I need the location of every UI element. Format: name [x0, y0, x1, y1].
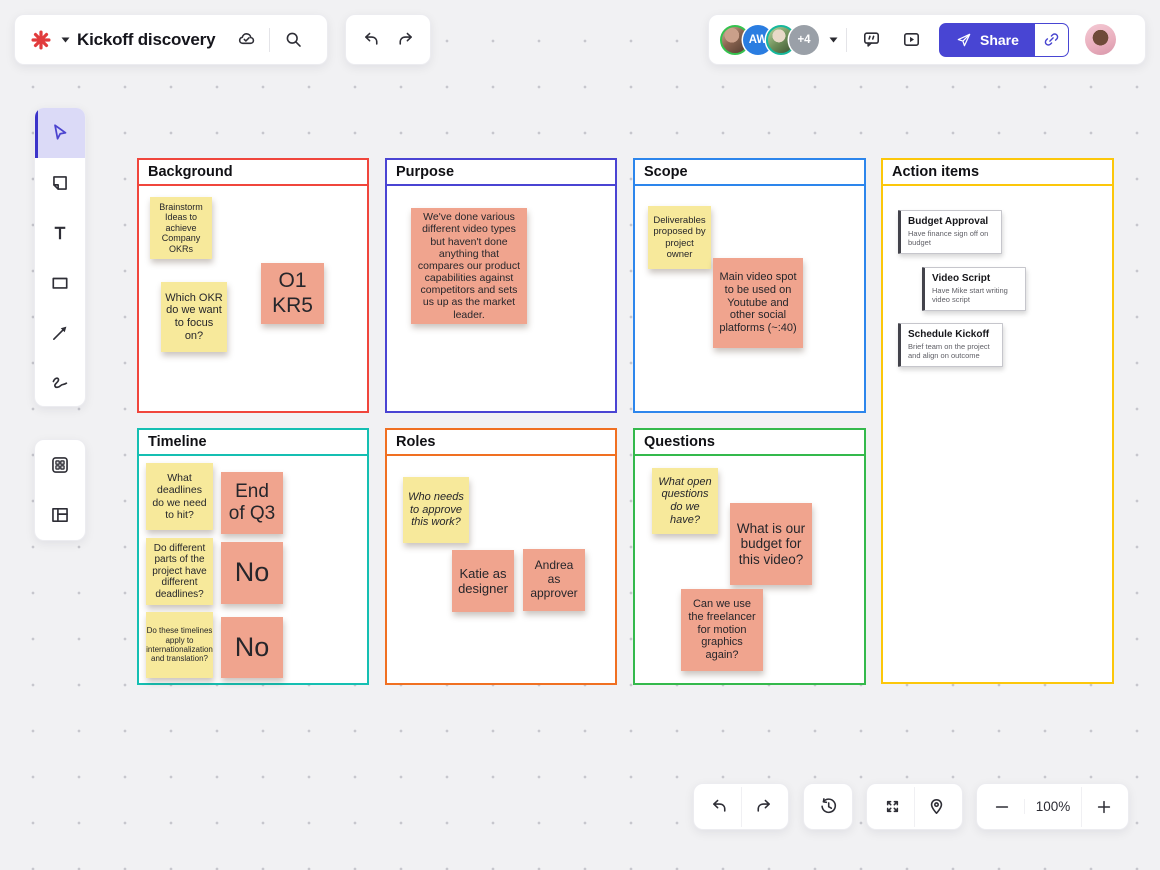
- sticky-note[interactable]: End of Q3: [221, 472, 283, 534]
- arrow-tool[interactable]: [35, 308, 85, 358]
- frame-action-items[interactable]: Action items Budget Approval Have financ…: [881, 158, 1114, 684]
- board-menu-caret-icon[interactable]: [61, 37, 70, 43]
- card-title: Budget Approval: [908, 216, 989, 227]
- sticky-note[interactable]: Can we use the freelancer for motion gra…: [681, 589, 763, 671]
- sticky-note[interactable]: What open questions do we have?: [652, 468, 718, 534]
- sticky-note[interactable]: Who needs to approve this work?: [403, 477, 469, 543]
- apps-icon[interactable]: [35, 440, 85, 490]
- frame-title[interactable]: Action items: [883, 160, 1112, 186]
- text-tool[interactable]: [35, 208, 85, 258]
- frame-title[interactable]: Questions: [635, 430, 864, 456]
- sticky-note[interactable]: What deadlines do we need to hit?: [146, 463, 213, 530]
- sticky-note[interactable]: Andrea as approver: [523, 549, 585, 611]
- undo-icon[interactable]: [355, 23, 387, 57]
- zoom-in-icon[interactable]: [1081, 786, 1125, 827]
- sticky-note-tool[interactable]: [35, 158, 85, 208]
- redo-icon[interactable]: [389, 23, 421, 57]
- history-icon[interactable]: [807, 787, 849, 827]
- action-card[interactable]: Video Script Have Mike start writing vid…: [922, 267, 1026, 311]
- app-logo-icon[interactable]: [28, 23, 54, 57]
- collaboration-panel: AW +4 Share: [708, 14, 1146, 65]
- card-description: Brief team on the project and align on o…: [908, 342, 990, 361]
- pen-tool[interactable]: [35, 358, 85, 406]
- action-card[interactable]: Budget Approval Have finance sign off on…: [898, 210, 1002, 254]
- card-description: Have finance sign off on budget: [908, 229, 989, 248]
- fit-to-screen-icon[interactable]: [870, 787, 914, 827]
- frame-title[interactable]: Timeline: [139, 430, 367, 456]
- share-button-label: Share: [980, 31, 1019, 48]
- history-undo-panel: [693, 783, 789, 830]
- user-avatar[interactable]: [1084, 24, 1116, 55]
- presentation-play-icon[interactable]: [895, 23, 927, 57]
- zoom-level[interactable]: 100%: [1023, 799, 1082, 814]
- copy-link-icon[interactable]: [1034, 22, 1069, 57]
- frame-scope[interactable]: Scope Deliverables proposed by project o…: [633, 158, 866, 413]
- sticky-note[interactable]: Main video spot to be used on Youtube an…: [713, 258, 803, 348]
- sticky-note[interactable]: What is our budget for this video?: [730, 503, 812, 585]
- sticky-note[interactable]: Do these timelines apply to internationa…: [146, 612, 213, 678]
- apps-toolbar: [34, 439, 86, 541]
- sticky-note[interactable]: We've done various different video types…: [411, 208, 527, 324]
- zoom-out-icon[interactable]: [980, 787, 1024, 827]
- version-history-panel: [803, 783, 853, 830]
- sticky-note[interactable]: Katie as designer: [452, 550, 514, 612]
- card-description: Have Mike start writing video script: [932, 286, 1008, 305]
- sticky-note[interactable]: Brainstorm Ideas to achieve Company OKRs: [150, 197, 212, 259]
- sticky-note[interactable]: No: [221, 617, 283, 678]
- divider: [269, 27, 271, 52]
- frame-roles[interactable]: Roles Who needs to approve this work? Ka…: [385, 428, 617, 685]
- frame-questions[interactable]: Questions What open questions do we have…: [633, 428, 866, 685]
- avatar-stack: AW +4: [720, 24, 819, 55]
- sticky-note[interactable]: No: [221, 542, 283, 604]
- redo-icon[interactable]: [741, 786, 785, 827]
- board-header-panel: Kickoff discovery: [14, 14, 328, 65]
- creation-toolbar: [34, 107, 86, 407]
- undo-icon[interactable]: [697, 787, 741, 827]
- card-title: Video Script: [932, 273, 991, 284]
- frame-purpose[interactable]: Purpose We've done various different vid…: [385, 158, 617, 413]
- frames-icon[interactable]: [35, 490, 85, 540]
- shape-tool[interactable]: [35, 258, 85, 308]
- sticky-note[interactable]: Deliverables proposed by project owner: [648, 206, 711, 269]
- comments-icon[interactable]: [855, 23, 887, 57]
- action-card[interactable]: Schedule Kickoff Brief team on the proje…: [898, 323, 1003, 367]
- search-icon[interactable]: [277, 23, 309, 57]
- locate-pin-icon[interactable]: [914, 786, 958, 827]
- view-panel: [866, 783, 963, 830]
- undo-redo-panel: [345, 14, 431, 65]
- share-button[interactable]: Share: [939, 22, 1035, 57]
- cloud-saved-icon: [230, 23, 262, 57]
- frame-title[interactable]: Background: [139, 160, 367, 186]
- frame-title[interactable]: Scope: [635, 160, 864, 186]
- share-split-button: Share: [939, 22, 1069, 57]
- card-title: Schedule Kickoff: [908, 329, 990, 340]
- frame-title[interactable]: Purpose: [387, 160, 615, 186]
- frame-title[interactable]: Roles: [387, 430, 615, 456]
- sticky-note[interactable]: O1 KR5: [261, 263, 324, 324]
- collaborators-caret-icon[interactable]: [829, 37, 838, 43]
- sticky-note[interactable]: Do different parts of the project have d…: [146, 538, 213, 605]
- zoom-panel: 100%: [976, 783, 1129, 830]
- frame-background[interactable]: Background Brainstorm Ideas to achieve C…: [137, 158, 369, 413]
- sticky-note[interactable]: Which OKR do we want to focus on?: [161, 282, 227, 352]
- board-title[interactable]: Kickoff discovery: [77, 29, 216, 49]
- divider: [846, 27, 847, 52]
- collaborator-overflow-badge[interactable]: +4: [789, 24, 819, 55]
- frame-timeline[interactable]: Timeline What deadlines do we need to hi…: [137, 428, 369, 685]
- select-tool[interactable]: [35, 108, 85, 158]
